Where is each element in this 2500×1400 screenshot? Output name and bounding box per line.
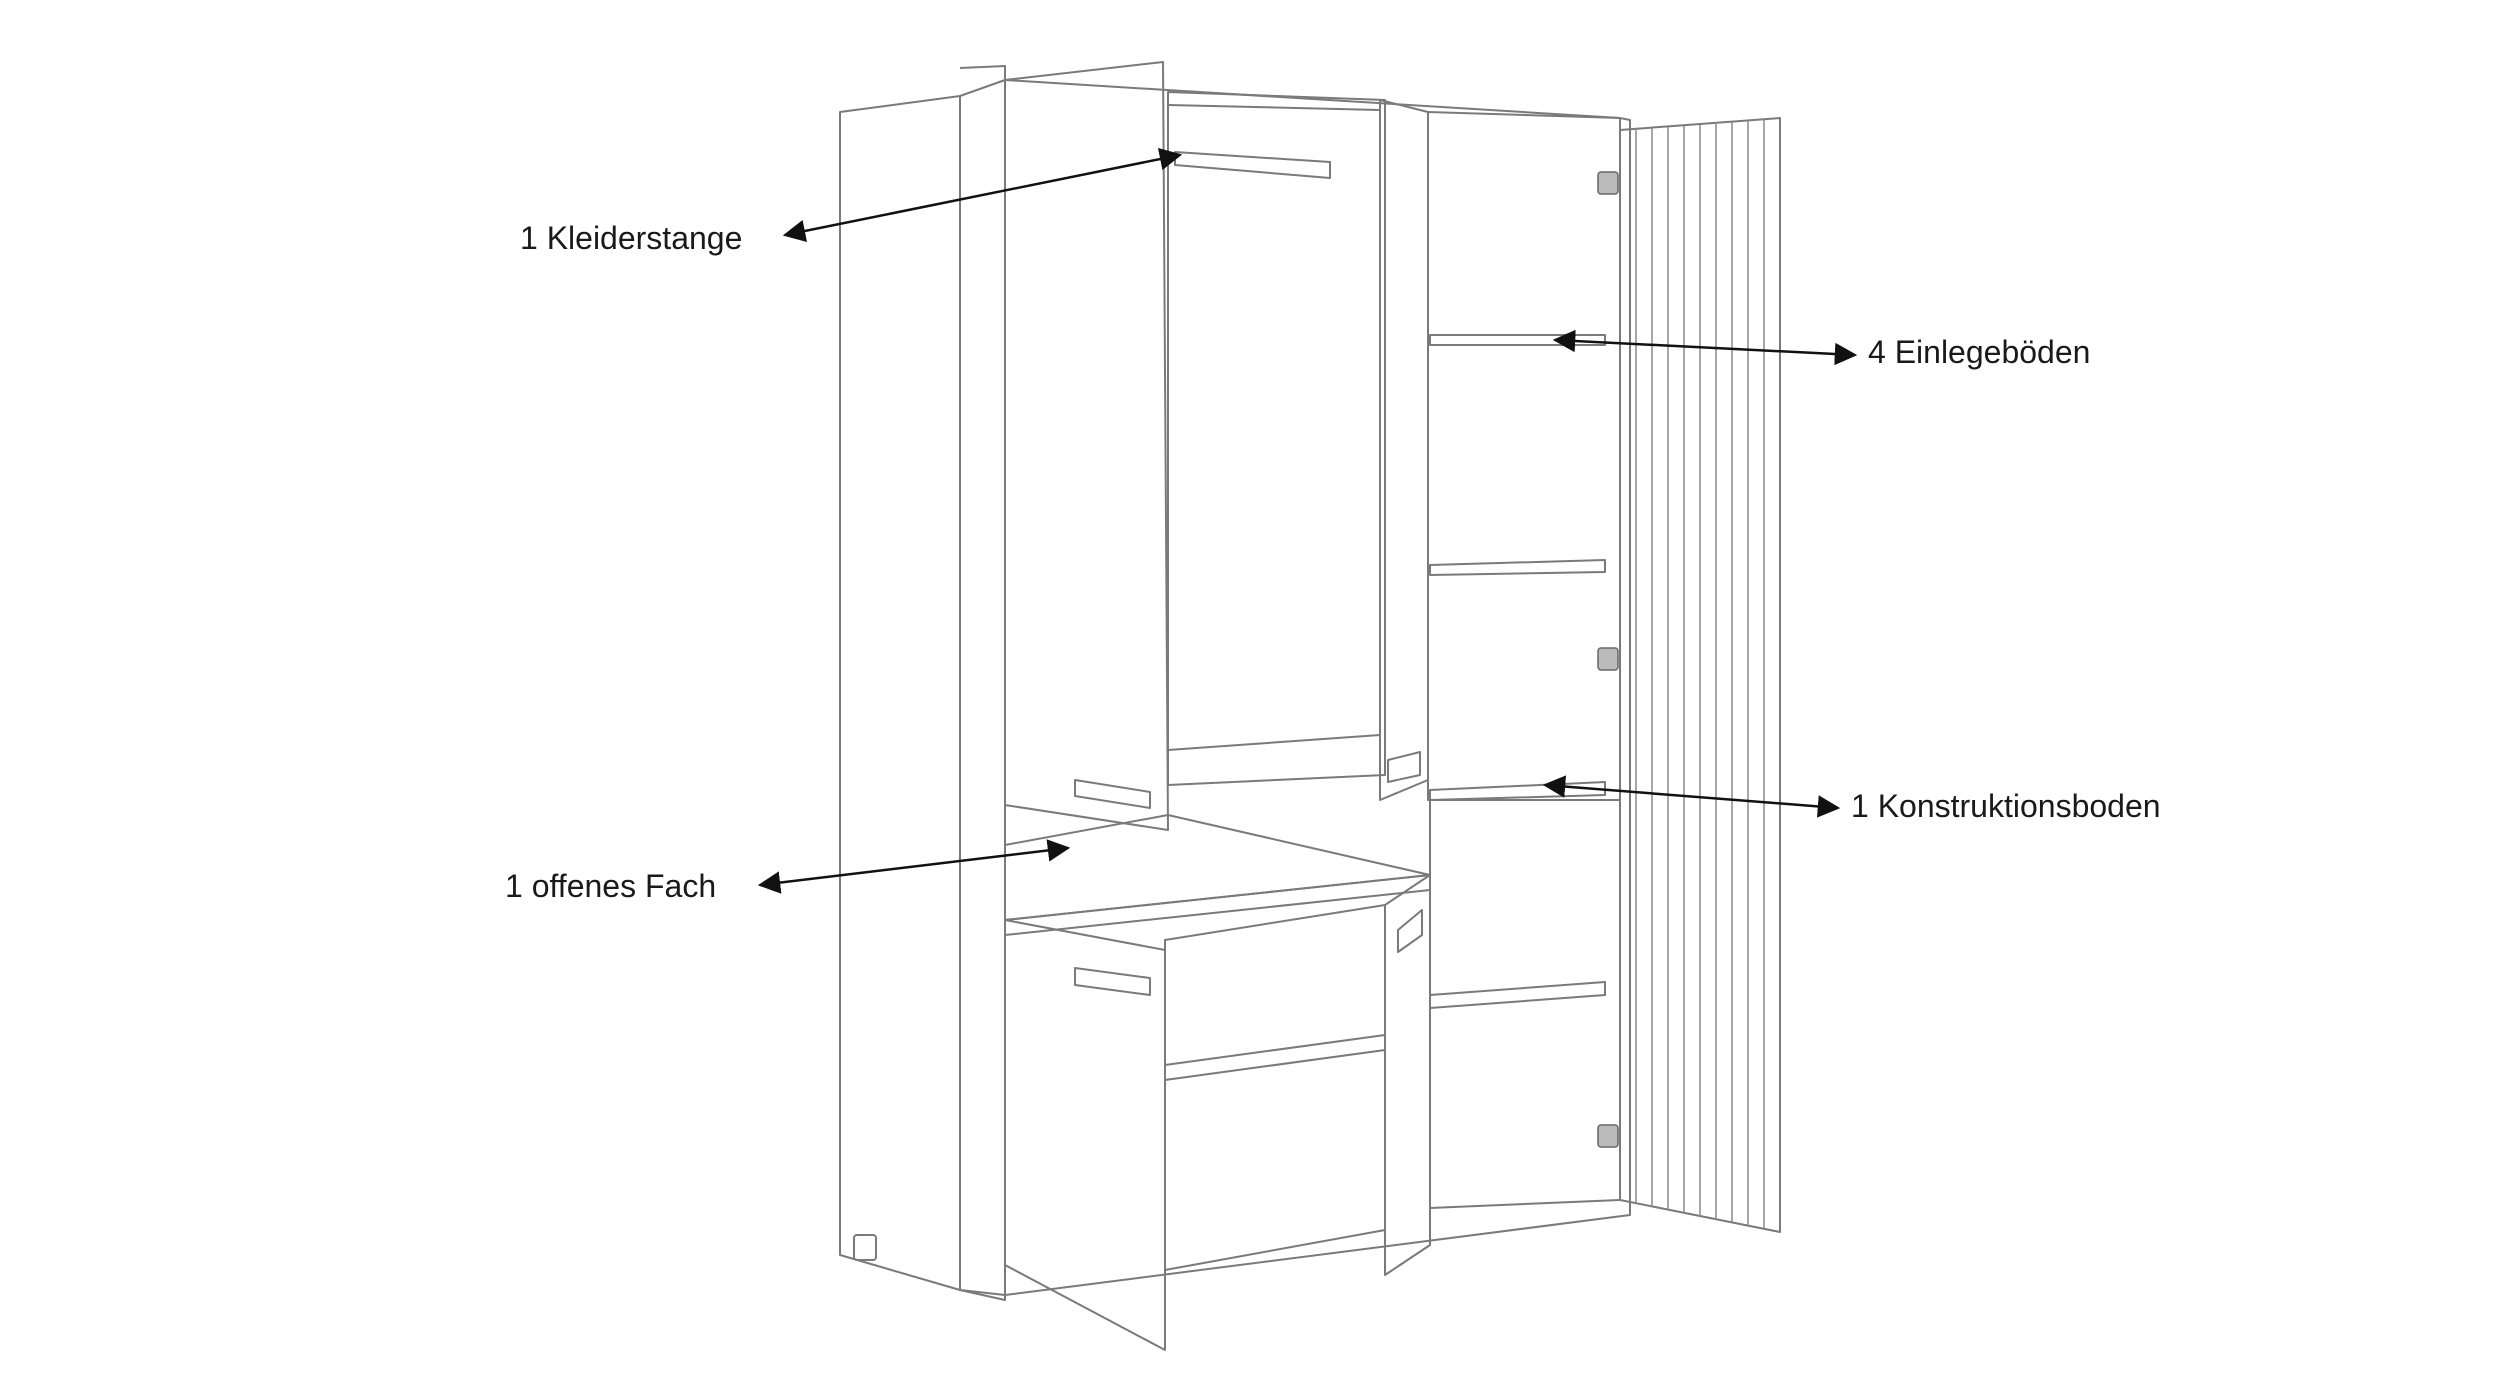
arrow-kleiderstange — [782, 147, 1183, 243]
label-konstruktionsboden: 1 Konstruktionsboden — [1851, 788, 2161, 824]
center-handle — [1387, 751, 1421, 783]
left-compartment-frame — [1167, 91, 1386, 786]
right-shelf-4 — [1429, 981, 1606, 1009]
lower-left-door — [1004, 919, 1166, 1351]
hinges — [1597, 171, 1619, 1148]
cabinet-left-side — [839, 95, 961, 1291]
center-divider — [1379, 99, 1429, 801]
lower-left-handle — [1074, 967, 1151, 996]
cabinet-foot — [853, 1234, 877, 1261]
right-shelf-2 — [1429, 559, 1606, 576]
right-upper-frame — [1427, 111, 1621, 801]
arrow-einlegeboeden — [1552, 329, 1858, 366]
upper-left-door — [1004, 61, 1169, 831]
open-compartment-shelf — [1004, 874, 1431, 936]
lower-left-shelf — [1164, 1034, 1386, 1081]
upper-left-handle — [1074, 779, 1151, 809]
cabinet-top — [959, 65, 1631, 1296]
label-einlegeboeden: 4 Einlegeböden — [1868, 334, 2091, 370]
lower-center-handle — [1397, 909, 1423, 953]
arrow-offenes-fach — [757, 839, 1071, 894]
right-shelf-3 — [1429, 781, 1606, 801]
right-door — [1619, 117, 1781, 1233]
cabinet-frame — [959, 79, 1006, 1301]
left-compartment-back — [1167, 104, 1381, 751]
arrow-konstruktionsboden — [1542, 775, 1841, 818]
label-kleiderstange: 1 Kleiderstange — [520, 220, 743, 256]
lower-left-compartment — [1164, 904, 1386, 1271]
right-lower-frame — [1429, 799, 1621, 1209]
hanging-rail — [1174, 151, 1331, 179]
label-offenes-fach: 1 offenes Fach — [505, 868, 717, 904]
open-compartment — [1004, 814, 1431, 921]
right-door-slats — [1635, 119, 1765, 1228]
lower-center-door — [1384, 874, 1431, 1276]
